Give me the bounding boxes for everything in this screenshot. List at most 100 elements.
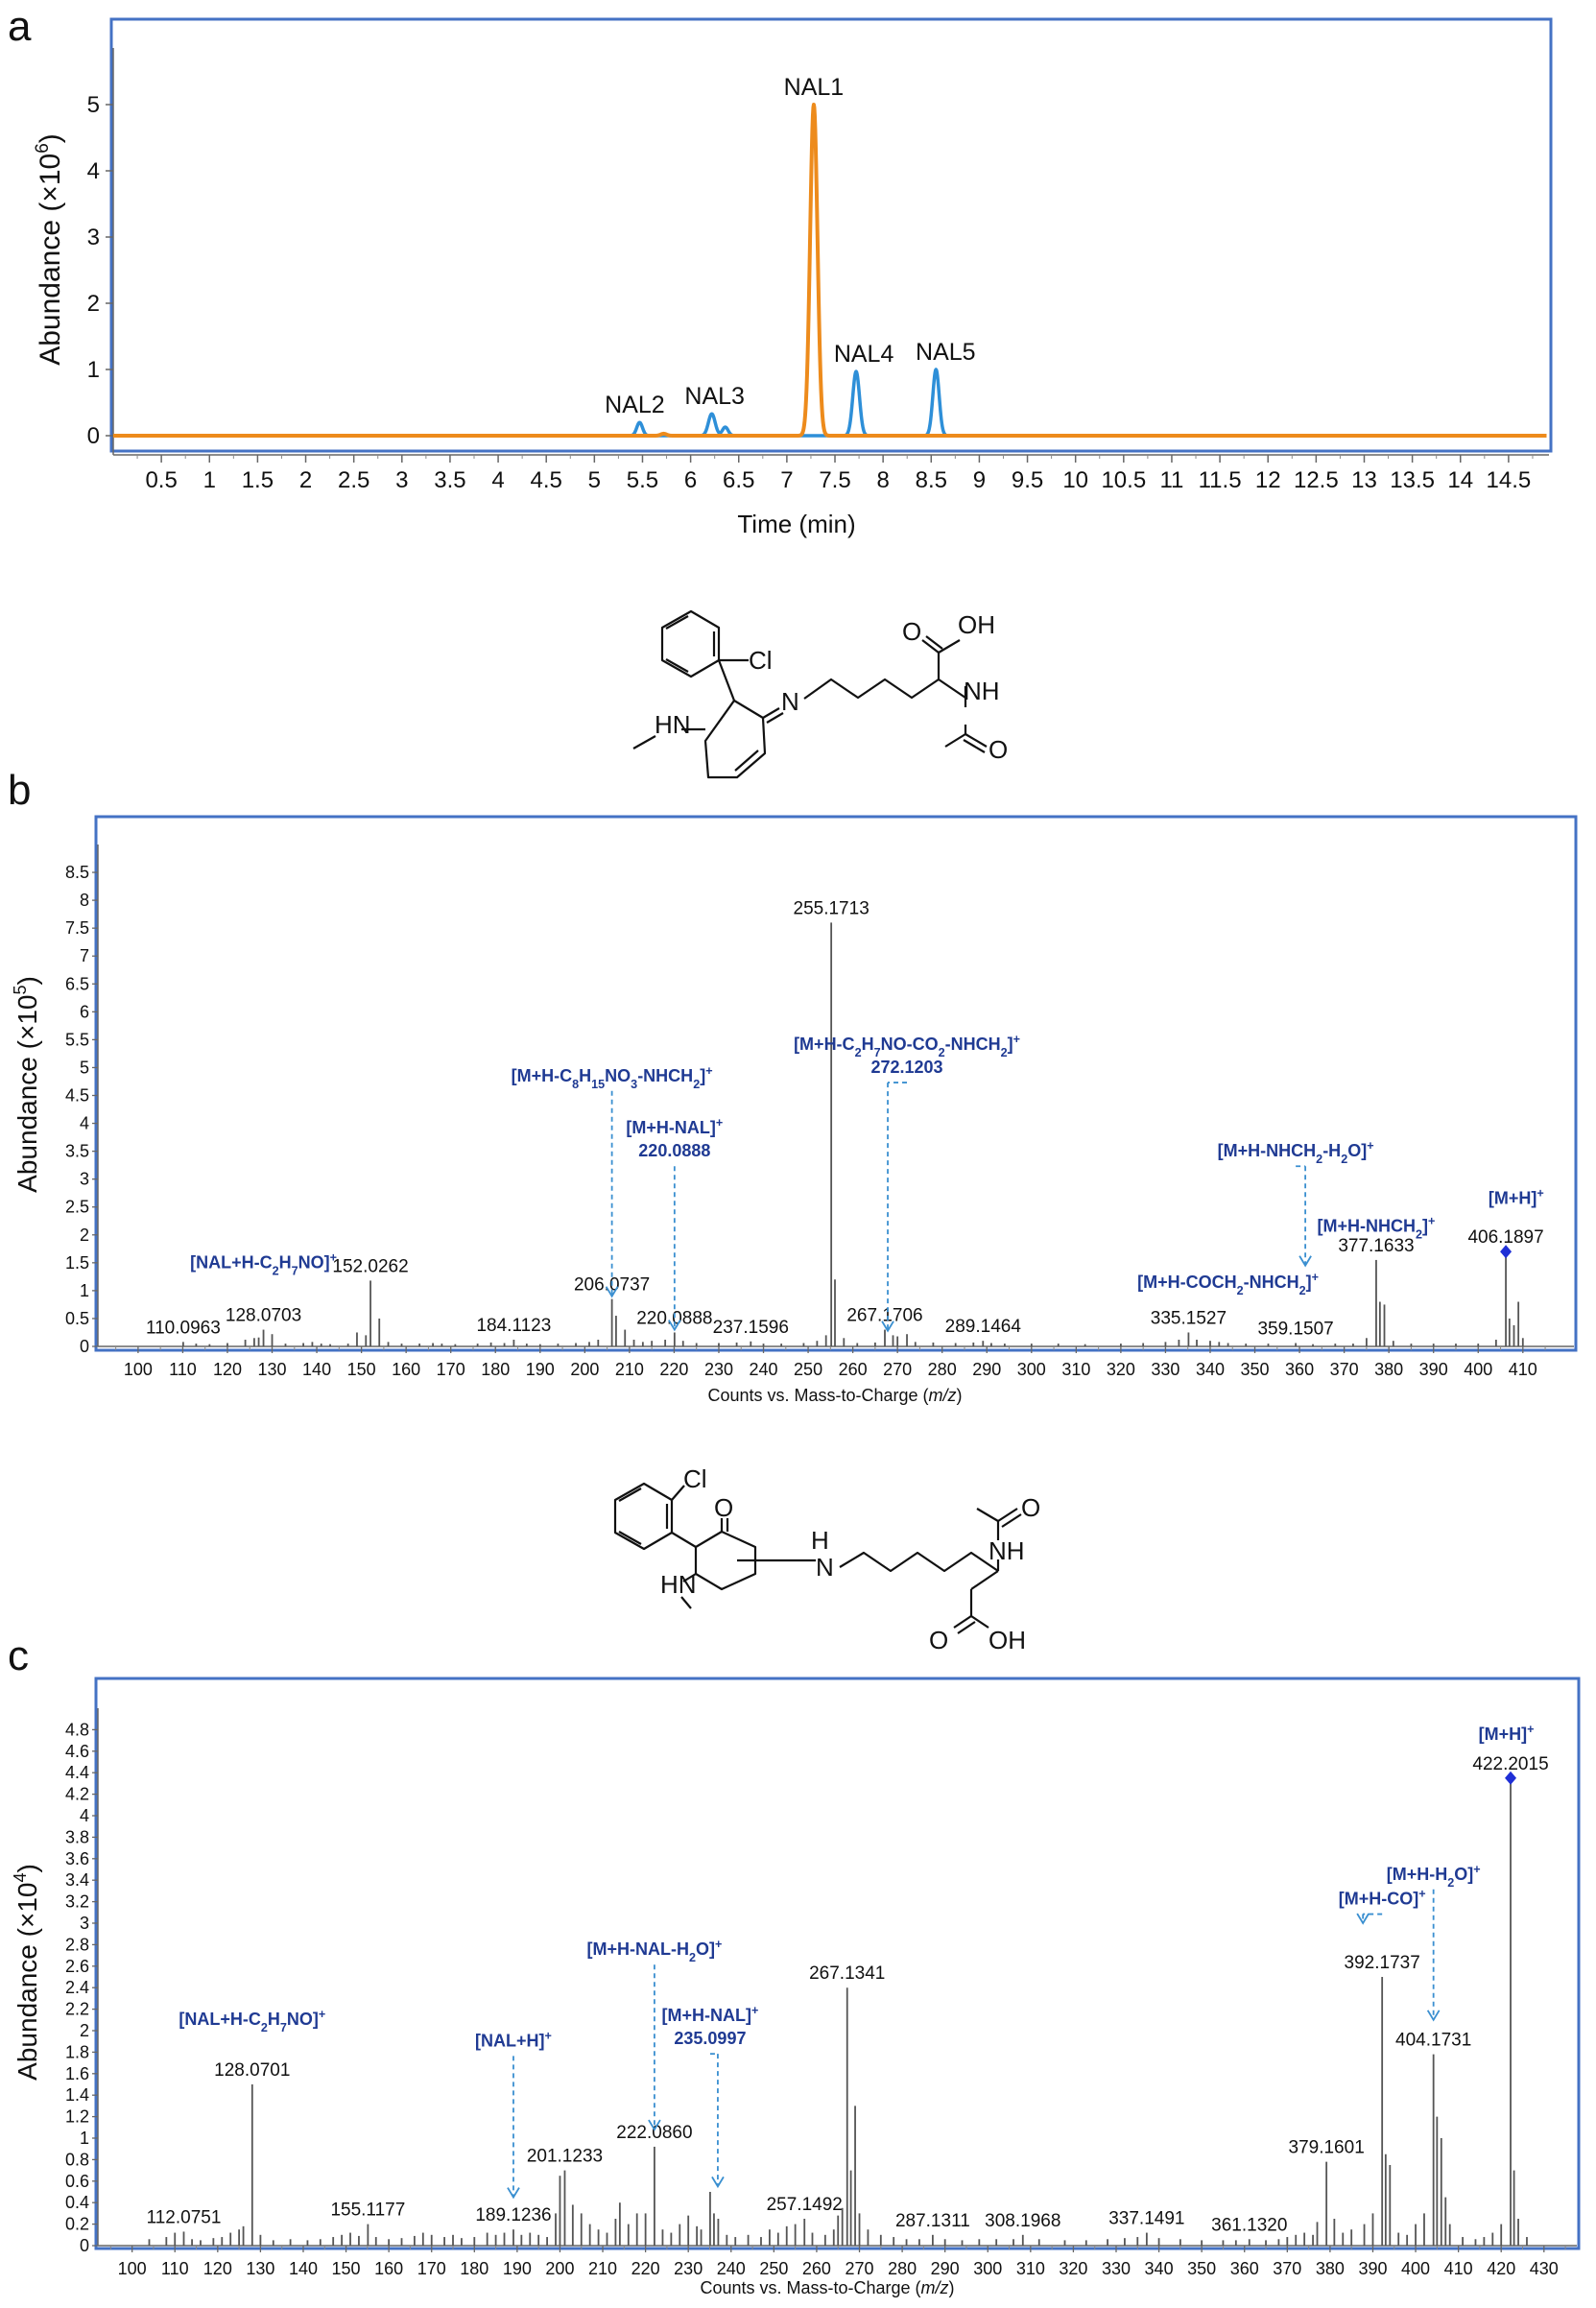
- struct-c-atom: OH: [989, 1626, 1026, 1654]
- fragment-text: O]: [1347, 1141, 1367, 1160]
- precursor-marker: [1505, 1771, 1517, 1785]
- ms-spectrum-c: Abundance (×104) Counts vs. Mass-to-Char…: [11, 1677, 1581, 2297]
- peak-label: 308.1968: [985, 2211, 1060, 2231]
- fragment-text: [M+H-H: [1387, 1865, 1448, 1884]
- y-tick-label: 3.4: [65, 1870, 89, 1890]
- peak-label: 335.1527: [1151, 1308, 1227, 1328]
- y-tick-label: 2: [80, 2021, 89, 2040]
- x-tick-label: 170: [437, 1360, 465, 1379]
- struct-c-bond: [976, 1508, 999, 1522]
- fragment-text: [M+H-NAL-H: [586, 1939, 688, 1959]
- x-tick-label: 270: [883, 1360, 912, 1379]
- struct-b-atom: Cl: [749, 646, 773, 675]
- y-tick-label: 0.6: [65, 2172, 89, 2191]
- x-tick-label: 290: [931, 2259, 960, 2278]
- x-tick-label: 11: [1159, 467, 1183, 493]
- y-tick-label: 1.8: [65, 2042, 89, 2061]
- x-tick-label: 140: [289, 2259, 318, 2278]
- struct-c-atom: O: [929, 1626, 948, 1654]
- fragment-text: [M+H-NAL]: [662, 2006, 751, 2025]
- x-tick-label: 360: [1285, 1360, 1314, 1379]
- x-tick-label: 180: [481, 1360, 510, 1379]
- fragment-annotation: [M+H-C8H15NO3-NHCH2]+: [512, 1064, 713, 1298]
- x-tick-label: 100: [118, 2259, 147, 2278]
- fragment-text: 15: [591, 1078, 605, 1091]
- x-tick-label: 120: [203, 2259, 232, 2278]
- precursor-marker: [1500, 1245, 1513, 1259]
- trace-blue: [111, 368, 1548, 438]
- peak-annotation: NAL1: [784, 74, 845, 101]
- x-tick-label: 260: [839, 1360, 868, 1379]
- fragment-text: 2: [261, 2021, 268, 2034]
- x-tick-label: 220: [659, 1360, 688, 1379]
- y-tick-label: 1: [87, 357, 100, 383]
- y-tick-label: 8.5: [65, 863, 89, 882]
- x-tick-label: 1: [203, 467, 216, 493]
- peak-label: 287.1311: [895, 2211, 970, 2231]
- peak-label: 379.1601: [1289, 2138, 1365, 2158]
- struct-b-bond: [734, 750, 759, 772]
- fragment-text: +: [1527, 1723, 1534, 1736]
- fragment-text: 8: [572, 1078, 579, 1091]
- peak-label: 289.1464: [945, 1317, 1022, 1337]
- x-tick-label: 1.5: [242, 467, 274, 493]
- peak-label: 377.1633: [1338, 1236, 1414, 1256]
- fragment-text: -NHCH: [1244, 1273, 1299, 1292]
- fragment-text: +: [1428, 1215, 1435, 1228]
- x-tick-label: 7: [780, 467, 793, 493]
- fragment-text: O]: [1454, 1865, 1473, 1884]
- x-tick-label: 13: [1351, 467, 1377, 493]
- fragment-text: +: [705, 1064, 712, 1078]
- peak-annotation: NAL2: [605, 392, 665, 418]
- peak-label: 184.1123: [476, 1316, 551, 1336]
- fragment-label: [M+H-NHCH2-H2O]+: [1218, 1139, 1374, 1166]
- x-tick-label: 370: [1273, 2259, 1301, 2278]
- fragment-text: +: [751, 2004, 758, 2017]
- fragment-text: [M+H-CO]: [1339, 1890, 1419, 1909]
- x-tick-label: 14.5: [1487, 467, 1532, 493]
- fragment-text: H: [279, 1252, 292, 1272]
- fragment-text: 272.1203: [870, 1058, 942, 1077]
- fragment-text: +: [1473, 1863, 1480, 1876]
- fragment-text: H: [579, 1066, 591, 1085]
- fragment-label: [M+H-NAL-H2O]+: [586, 1938, 722, 1964]
- x-tick-label: 12: [1255, 467, 1281, 493]
- x-tick-label: 150: [332, 2259, 361, 2278]
- fragment-text: 7: [292, 1264, 298, 1277]
- struct-c-bond: [671, 1532, 697, 1548]
- fragment-text: -NHCH: [637, 1066, 693, 1085]
- x-tick-label: 6: [684, 467, 697, 493]
- chart-b-fragments: [NAL+H-C2H7NO]+[M+H-C8H15NO3-NHCH2]+[M+H…: [190, 1033, 1544, 1333]
- x-tick-label: 270: [845, 2259, 873, 2278]
- x-tick-label: 250: [794, 1360, 822, 1379]
- struct-c-atom: H: [811, 1526, 829, 1555]
- peak-label: 201.1233: [527, 2147, 603, 2167]
- x-tick-label: 110: [161, 2259, 189, 2278]
- fragment-annotation: [M+H-C2H7NO-CO2-NHCH2]+272.1203: [794, 1033, 1020, 1333]
- fragment-label: 272.1203: [870, 1058, 942, 1077]
- y-tick-label: 4.2: [65, 1785, 89, 1804]
- struct-b-bond: [717, 659, 736, 702]
- peak-label: 361.1320: [1211, 2215, 1287, 2235]
- peak-label: 222.0860: [616, 2123, 692, 2143]
- fragment-arrowhead: [1298, 1255, 1312, 1268]
- x-tick-label: 3: [395, 467, 408, 493]
- x-tick-label: 230: [704, 1360, 733, 1379]
- x-tick-label: 14: [1447, 467, 1473, 493]
- x-tick-label: 340: [1196, 1360, 1225, 1379]
- panel-letter-a: a: [8, 3, 32, 50]
- fragment-text: 7: [874, 1046, 881, 1059]
- fragment-text: H: [862, 1035, 874, 1054]
- y-tick-label: 0: [80, 1337, 89, 1356]
- y-tick-label: 8: [80, 891, 89, 910]
- peak-annotation: NAL5: [916, 339, 976, 366]
- x-tick-label: 110: [169, 1360, 197, 1379]
- y-tick-label: 1.6: [65, 2064, 89, 2083]
- fragment-text: 7: [280, 2021, 287, 2034]
- struct-c-bond: [997, 1508, 1018, 1522]
- fragment-text: [NAL+H-C: [179, 2010, 261, 2029]
- struct-c-phenyl-ring: [613, 1482, 674, 1551]
- fragment-label: [M+H]+: [1489, 1187, 1544, 1208]
- struct-c-bond: [953, 1615, 972, 1629]
- x-tick-label: 3.5: [434, 467, 465, 493]
